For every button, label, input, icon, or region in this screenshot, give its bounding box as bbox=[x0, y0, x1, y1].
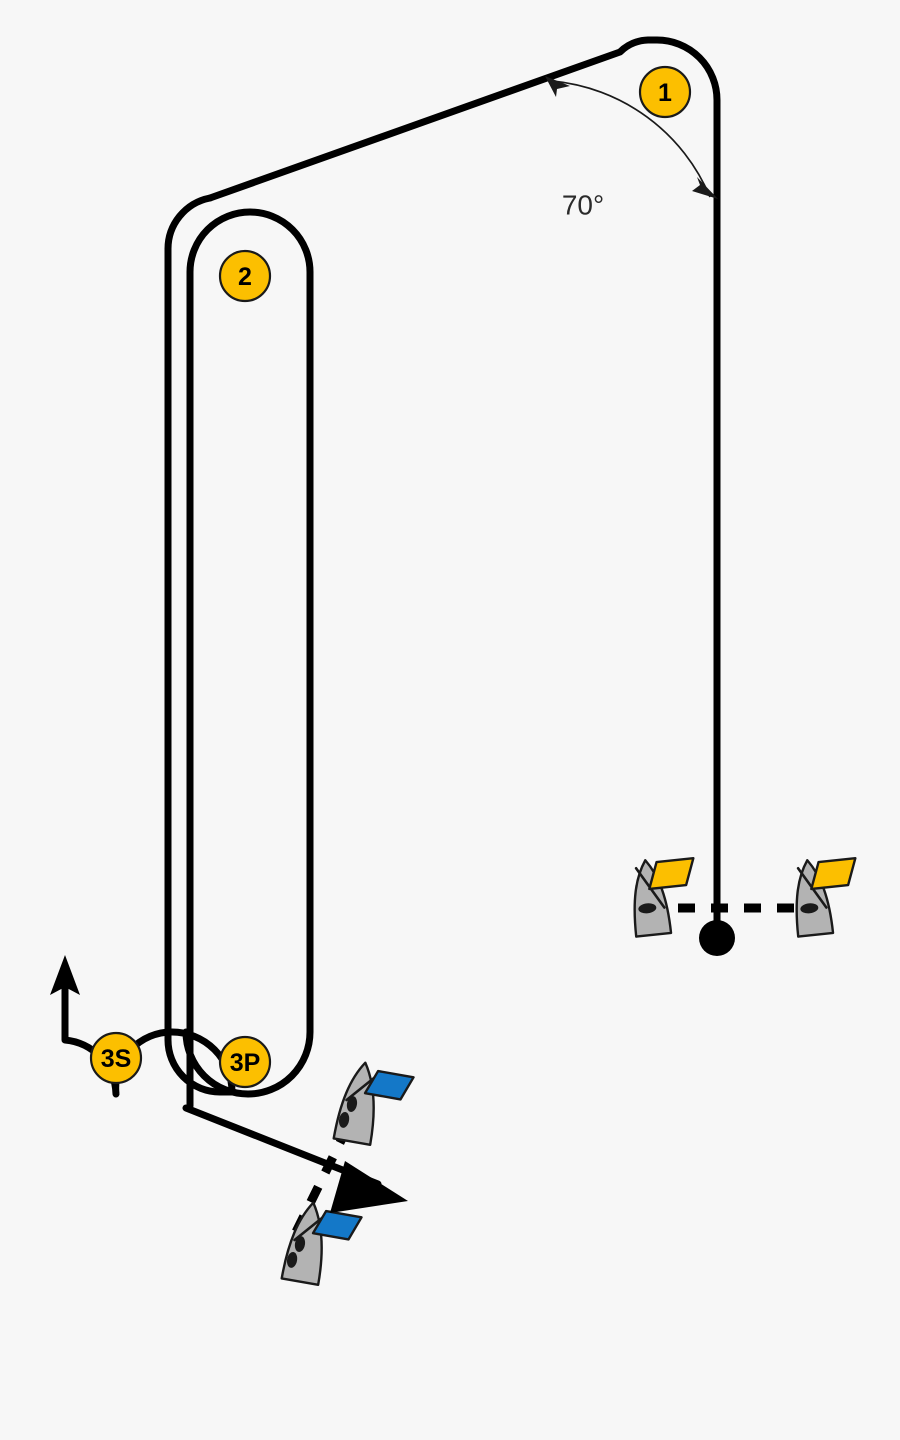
course-path-group bbox=[50, 36, 721, 1188]
mark-2-circle[interactable] bbox=[218, 249, 272, 303]
angle-indicator-group: 70° bbox=[545, 76, 718, 221]
angle-arc-arrowhead-upper bbox=[545, 76, 570, 97]
mark-3p-circle[interactable] bbox=[218, 1035, 272, 1089]
committee-boat-right bbox=[795, 857, 857, 938]
boat-crew-dot bbox=[800, 903, 819, 914]
mark-2-label: 2 bbox=[238, 263, 252, 291]
mark-3s-label: 3S bbox=[101, 1045, 132, 1073]
leg-start-to-mark-1-to-mark-2 bbox=[206, 36, 721, 942]
start-line-group bbox=[633, 857, 857, 956]
boat-crew-dot bbox=[346, 1096, 358, 1112]
mark-1-circle[interactable] bbox=[638, 65, 692, 119]
leg-mark-2-outer-loop bbox=[164, 194, 236, 1096]
mark-2[interactable]: 2 bbox=[218, 249, 272, 303]
mark-3p-label: 3P bbox=[230, 1049, 261, 1077]
mark-3s[interactable]: 3S bbox=[89, 1031, 143, 1085]
upwind-arrow-head bbox=[50, 955, 80, 995]
start-line-pin-buoy bbox=[699, 920, 735, 956]
mark-1-label: 1 bbox=[658, 79, 672, 107]
finish-line-group bbox=[280, 1061, 415, 1287]
committee-flag bbox=[648, 857, 695, 891]
committee-boat-left bbox=[633, 857, 695, 938]
marks-group: 1 2 3S 3P bbox=[89, 65, 692, 1089]
boat-crew-dot bbox=[638, 903, 657, 914]
finish-boat-upper bbox=[332, 1061, 415, 1147]
committee-flag bbox=[810, 857, 857, 891]
course-direction-arrowhead bbox=[330, 1161, 408, 1213]
finish-boat-lower bbox=[280, 1201, 363, 1287]
mark-3p[interactable]: 3P bbox=[218, 1035, 272, 1089]
mark-3s-circle[interactable] bbox=[89, 1031, 143, 1085]
boat-crew-dot bbox=[286, 1251, 298, 1268]
angle-arc-70 bbox=[551, 80, 711, 198]
pin-flag bbox=[311, 1209, 363, 1241]
finish-line-dashed bbox=[291, 1096, 367, 1234]
angle-arc-arrowhead-lower bbox=[692, 177, 718, 199]
angle-label-70: 70° bbox=[562, 190, 604, 221]
boat-crew-dot bbox=[294, 1236, 306, 1252]
mark-1[interactable]: 1 bbox=[638, 65, 692, 119]
pin-flag bbox=[363, 1069, 415, 1101]
leg-mark-2-inner-to-3p bbox=[182, 208, 314, 1110]
boat-crew-dot bbox=[338, 1111, 350, 1128]
